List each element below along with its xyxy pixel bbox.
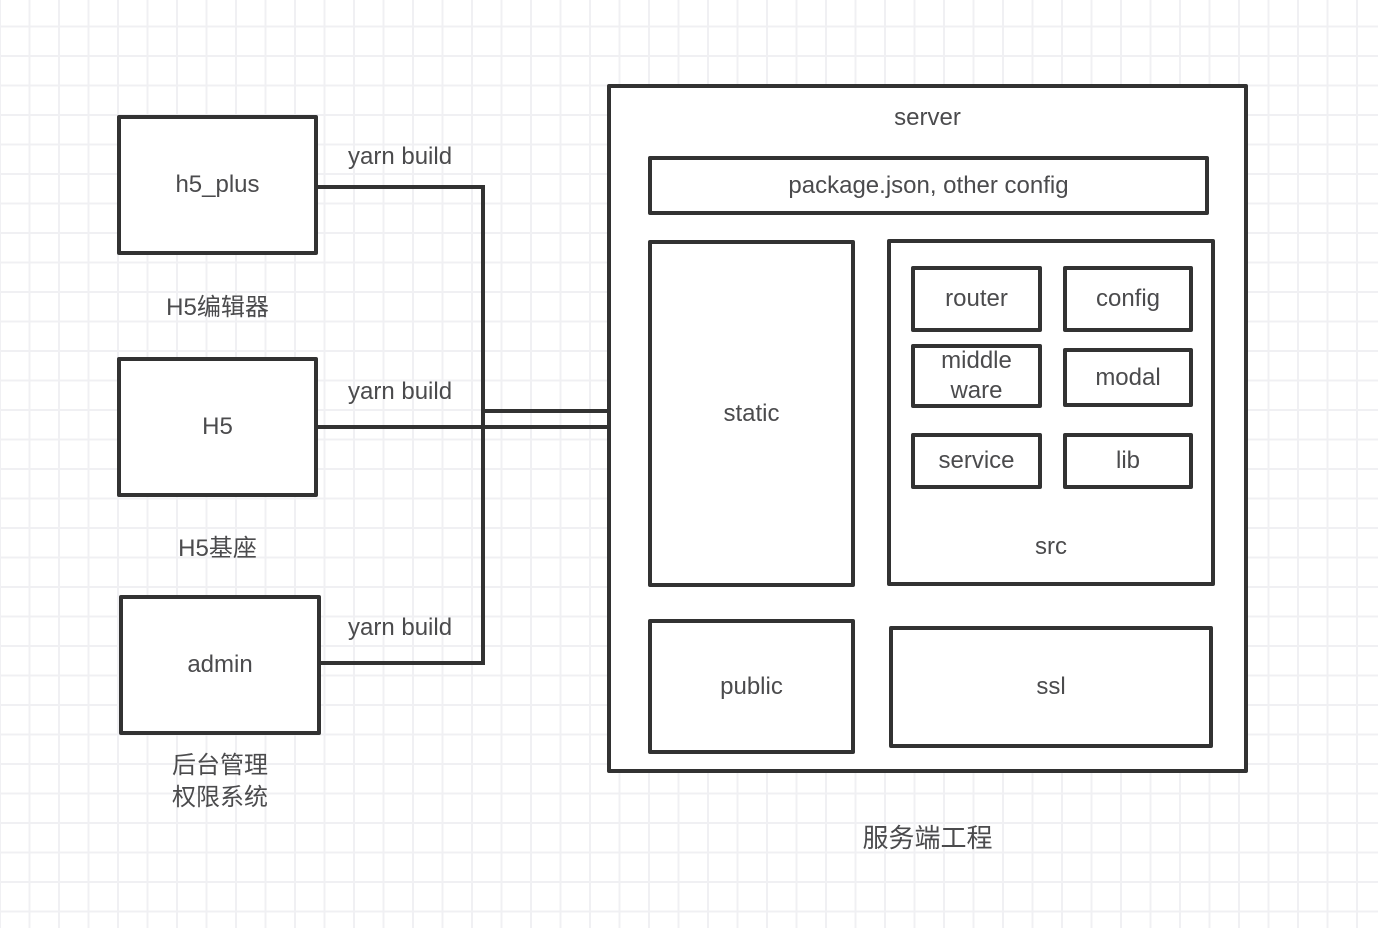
node-ssl-label: ssl <box>1036 673 1066 700</box>
node-modal-label: modal <box>1095 363 1161 391</box>
node-h5-label: H5 <box>202 413 233 440</box>
caption-server-project: 服务端工程 <box>862 823 993 853</box>
node-middleware-label: middle ware <box>941 347 1012 404</box>
caption-h5-base: H5基座 <box>178 535 257 562</box>
node-router: router <box>911 266 1042 332</box>
node-h5-plus: h5_plus <box>117 115 318 255</box>
node-admin: admin <box>119 595 321 735</box>
node-config-label: config <box>1095 285 1161 312</box>
node-public: public <box>648 619 855 754</box>
caption-h5-editor: H5编辑器 <box>166 294 269 321</box>
src-label: src <box>1035 533 1067 560</box>
node-package-config-label: package.json, other config <box>788 171 1069 199</box>
node-config: config <box>1063 266 1193 332</box>
node-service-label: service <box>938 447 1015 474</box>
edge-label-yarn-build-3: yarn build <box>348 614 453 641</box>
node-lib: lib <box>1063 433 1193 489</box>
node-package-config: package.json, other config <box>648 156 1209 215</box>
edge-label-yarn-build-1: yarn build <box>348 143 453 170</box>
node-modal: modal <box>1063 348 1193 407</box>
node-h5: H5 <box>117 357 318 497</box>
node-h5-plus-label: h5_plus <box>175 171 260 198</box>
edge-label-yarn-build-2: yarn build <box>348 378 453 405</box>
node-service: service <box>911 433 1042 489</box>
connector-h5plus-admin-trunk <box>318 185 485 665</box>
caption-admin-system: 后台管理 权限系统 <box>172 752 268 811</box>
node-admin-label: admin <box>187 651 253 678</box>
node-lib-label: lib <box>1115 447 1140 474</box>
node-ssl: ssl <box>889 626 1213 748</box>
node-router-label: router <box>945 285 1008 312</box>
node-public-label: public <box>720 672 783 700</box>
node-static: static <box>648 240 855 587</box>
node-static-label: static <box>723 399 780 427</box>
node-middleware: middle ware <box>911 344 1042 408</box>
server-title: server <box>894 104 961 131</box>
